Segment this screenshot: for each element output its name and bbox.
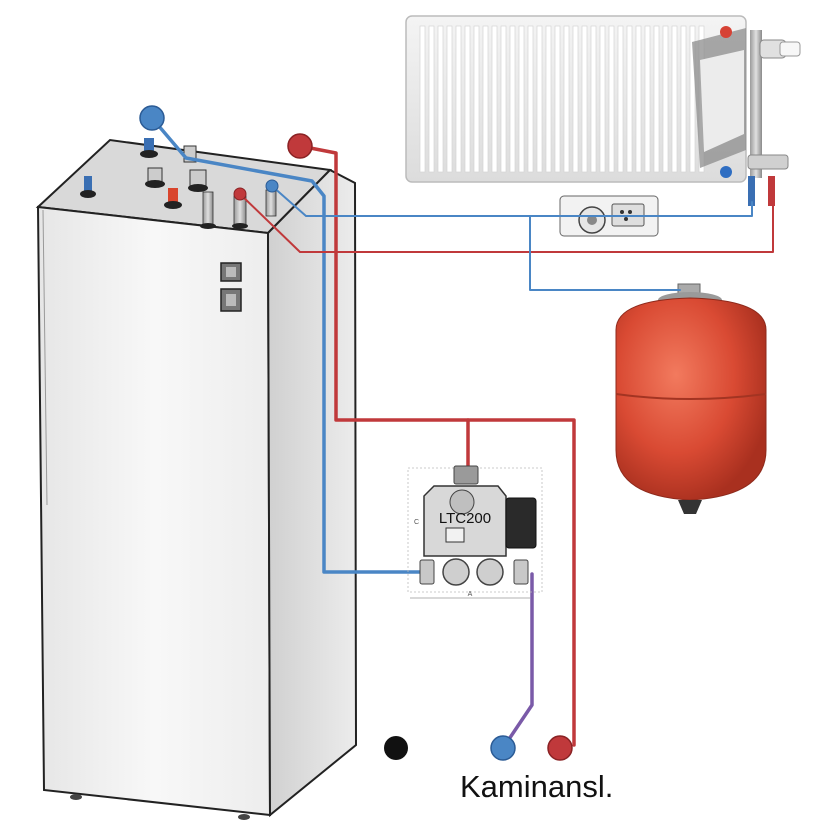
- valve-gauge-top-icon: [449, 489, 475, 515]
- fitting-base-icon: [145, 180, 165, 188]
- radiator-fin: [581, 25, 588, 173]
- pump-led-icon: [620, 210, 624, 214]
- foot-icon: [70, 794, 82, 800]
- return-connection-icon: [144, 138, 154, 154]
- radiator-fin: [473, 25, 480, 173]
- heat-pump-unit: [35, 138, 358, 820]
- radiator-fin: [491, 25, 498, 173]
- radiator-fin: [446, 25, 453, 173]
- radiator-fin: [572, 25, 579, 173]
- valve-top-port-icon: [453, 465, 479, 485]
- radiator-flow-pipe: [239, 193, 774, 253]
- fitting-base-icon: [232, 223, 248, 229]
- hot-water-outlet-icon: [168, 188, 178, 204]
- fitting-base-icon: [188, 184, 208, 192]
- radiator-fin: [608, 25, 615, 173]
- valve-body: [423, 485, 507, 557]
- fireplace-connection-label: Kaminansl.: [460, 769, 613, 804]
- return-pipe-stub-icon: [265, 189, 277, 217]
- supply-pipe-fireplace-branch: [466, 418, 576, 747]
- radiator-fin: [419, 25, 426, 173]
- radiator-fin: [680, 25, 687, 173]
- radiator-fin: [644, 25, 651, 173]
- control-display-screen: [226, 267, 236, 277]
- radiator-cold-outlet-icon: [720, 166, 732, 178]
- valve-gauge-left-icon: [442, 558, 470, 586]
- expansion-branch-pipe: [529, 215, 681, 291]
- supply-pipe-to-fireplace: [298, 144, 470, 472]
- radiator-fin: [563, 25, 570, 173]
- fireplace-return-dot: [490, 735, 516, 761]
- supply-connection-dot: [287, 133, 313, 159]
- radiator-cutaway-inner: [700, 50, 744, 152]
- radiator-fin: [455, 25, 462, 173]
- radiator-flow-dot: [233, 187, 247, 201]
- dimension-a-label: A: [468, 591, 473, 598]
- radiator-fin: [437, 25, 444, 173]
- front-edge-line: [42, 209, 48, 506]
- radiator-return-dot: [265, 179, 279, 193]
- tank-valve-icon: [678, 500, 702, 514]
- valve-right-port-icon: [513, 559, 529, 585]
- flow-pipe-stub-icon: [202, 191, 214, 227]
- control-knob-face: [226, 294, 236, 306]
- fitting-base-icon: [80, 190, 96, 198]
- radiator-return-pipe: [271, 185, 753, 217]
- valve-dimension-frame: [407, 467, 543, 593]
- fireplace-drain-dot: [384, 736, 408, 760]
- radiator-fin: [689, 25, 696, 173]
- cold-water-inlet-icon: [84, 176, 92, 194]
- fitting-base-icon: [164, 201, 182, 209]
- thermostat-cap-icon: [779, 41, 801, 57]
- radiator-fin: [536, 25, 543, 173]
- radiator-fins: [419, 25, 705, 173]
- radiator-fin: [590, 25, 597, 173]
- ltc-charging-valve: A C LTC200: [407, 465, 543, 599]
- radiator-fin: [482, 25, 489, 173]
- radiator-fin: [509, 25, 516, 173]
- radiator-fin: [545, 25, 552, 173]
- valve-model-label: LTC200: [439, 510, 491, 527]
- radiator-riser-pipe: [750, 30, 762, 178]
- radiator-fin: [653, 25, 660, 173]
- valve-gauge-right-icon: [476, 558, 504, 586]
- radiator-return-stub-icon: [748, 176, 755, 206]
- pump-rotor-icon: [587, 215, 597, 225]
- pipes: [150, 116, 774, 750]
- radiator-valve-block-icon: [747, 154, 789, 170]
- radiator-fin: [662, 25, 669, 173]
- valve-label-plate-icon: [445, 527, 465, 543]
- radiator-fin: [500, 25, 507, 173]
- radiator-fin: [626, 25, 633, 173]
- fitting-base-icon: [200, 223, 216, 229]
- heat-pump-side-panel: [266, 168, 358, 818]
- radiator-fin: [671, 25, 678, 173]
- radiator-fin: [554, 25, 561, 173]
- radiator-fin: [464, 25, 471, 173]
- return-pipe-to-ltc: [150, 116, 422, 574]
- return-connection-dot: [139, 105, 165, 131]
- valve-left-port-icon: [419, 559, 435, 585]
- fitting-base-icon: [140, 150, 158, 158]
- radiator-hot-inlet-icon: [720, 26, 732, 38]
- radiator-fin: [527, 25, 534, 173]
- fireplace-supply-dot: [547, 735, 573, 761]
- tank-seam: [615, 393, 767, 400]
- radiator-fin: [635, 25, 642, 173]
- dimension-c-label: C: [414, 519, 419, 526]
- radiator-fin: [428, 25, 435, 173]
- radiator-fin: [518, 25, 525, 173]
- pump-led-icon: [624, 217, 628, 221]
- fireplace-return-pipe: [501, 572, 534, 750]
- radiator-fin: [617, 25, 624, 173]
- radiator-flow-stub-icon: [768, 176, 775, 206]
- panel-radiator: [405, 15, 801, 206]
- foot-icon: [238, 814, 250, 820]
- pump-led-icon: [628, 210, 632, 214]
- valve-actuator-icon: [505, 497, 537, 549]
- radiator-fin: [599, 25, 606, 173]
- expansion-vessel: [615, 283, 767, 514]
